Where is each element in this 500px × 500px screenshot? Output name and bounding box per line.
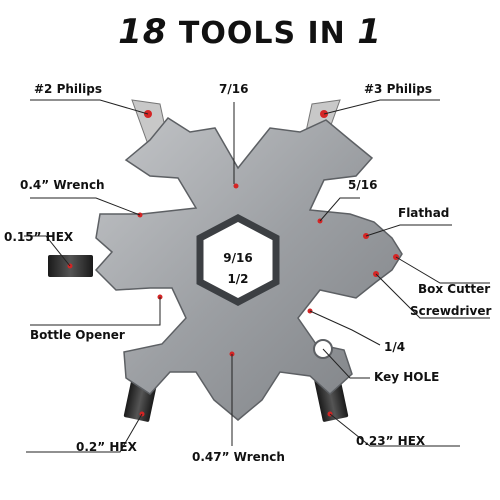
- red-dot: [233, 183, 239, 189]
- label-hex-023: 0.23” HEX: [356, 434, 426, 448]
- label-hex-02: 0.2” HEX: [76, 440, 137, 454]
- label-wrench-04: 0.4” Wrench: [20, 178, 105, 192]
- headline-one: 1: [357, 12, 382, 52]
- label-5-16: 5/16: [348, 178, 378, 192]
- center-hex-hole: [196, 214, 280, 306]
- center-size-1-2: 1/2: [227, 272, 248, 286]
- leader-lines: [24, 99, 490, 453]
- leader-5-16: [319, 197, 360, 222]
- label-key-hole: Key HOLE: [374, 370, 440, 384]
- leader-hex-015: [24, 235, 71, 267]
- label-screwdriver: Screwdriver: [410, 304, 492, 318]
- leader-hex-02: [26, 413, 143, 453]
- leader-screwdriver: [375, 273, 490, 319]
- label-box-cutter: Box Cutter: [418, 282, 491, 296]
- center-size-9-16: 9/16: [223, 251, 252, 265]
- leader-philips2: [30, 99, 149, 115]
- snowflake-body: [67, 117, 403, 421]
- label-bottle-opener: Bottle Opener: [30, 328, 125, 342]
- headline-text: TOOLS IN: [178, 16, 346, 51]
- label-1-4: 1/4: [384, 340, 406, 354]
- headline-count: 18: [118, 12, 168, 52]
- headline: 18 TOOLS IN 1: [0, 12, 500, 52]
- leader-box-cutter: [395, 256, 490, 284]
- label-philips3: #3 Philips: [364, 82, 432, 96]
- leader-1-4: [309, 310, 381, 346]
- leader-philips3: [323, 99, 440, 115]
- label-wrench-047: 0.47” Wrench: [192, 450, 285, 464]
- leader-hex-023: [329, 413, 460, 447]
- leader-wrench-04: [30, 197, 141, 216]
- leader-key-hole: [322, 348, 370, 379]
- label-hex-015: 0.15” HEX: [4, 230, 74, 244]
- leader-flathad: [365, 224, 452, 237]
- label-7-16: 7/16: [219, 82, 249, 96]
- label-flathad: Flathad: [398, 206, 450, 220]
- leader-bottle-opener: [30, 297, 161, 326]
- label-philips2: #2 Philips: [34, 82, 102, 96]
